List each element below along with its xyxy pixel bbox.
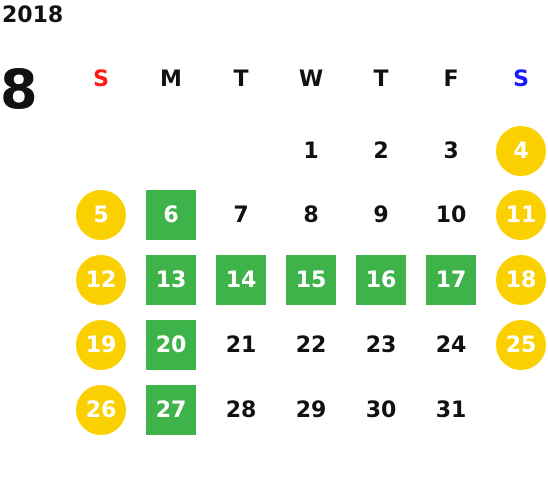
weekend-day-cell[interactable]: 11 — [496, 190, 546, 240]
highlighted-day-cell[interactable]: 15 — [286, 255, 336, 305]
highlighted-day-cell[interactable]: 14 — [216, 255, 266, 305]
weekend-day-cell[interactable]: 4 — [496, 126, 546, 176]
weekend-day-cell[interactable]: 19 — [76, 320, 126, 370]
day-cell[interactable]: 10 — [435, 202, 467, 228]
year-label: 2018 — [2, 3, 64, 28]
day-cell[interactable]: 21 — [225, 332, 257, 358]
highlighted-day-cell[interactable]: 13 — [146, 255, 196, 305]
weekend-day-cell[interactable]: 25 — [496, 320, 546, 370]
weekday-label: M — [160, 67, 182, 92]
weekend-day-cell[interactable]: 5 — [76, 190, 126, 240]
weekend-day-cell[interactable]: 12 — [76, 255, 126, 305]
weekday-label: F — [443, 67, 459, 92]
day-cell[interactable]: 24 — [435, 332, 467, 358]
day-cell[interactable]: 7 — [233, 202, 249, 228]
day-cell[interactable]: 2 — [373, 138, 389, 164]
day-cell[interactable]: 29 — [295, 397, 327, 423]
day-cell[interactable]: 28 — [225, 397, 257, 423]
highlighted-day-cell[interactable]: 16 — [356, 255, 406, 305]
day-cell[interactable]: 31 — [435, 397, 467, 423]
highlighted-day-cell[interactable]: 17 — [426, 255, 476, 305]
day-cell[interactable]: 9 — [373, 202, 389, 228]
weekday-label: S — [93, 67, 109, 92]
weekend-day-cell[interactable]: 18 — [496, 255, 546, 305]
day-cell[interactable]: 30 — [365, 397, 397, 423]
highlighted-day-cell[interactable]: 27 — [146, 385, 196, 435]
month-number: 8 — [0, 58, 38, 121]
weekday-label: S — [513, 67, 529, 92]
day-cell[interactable]: 22 — [295, 332, 327, 358]
weekday-label: T — [373, 67, 389, 92]
day-cell[interactable]: 3 — [443, 138, 459, 164]
highlighted-day-cell[interactable]: 6 — [146, 190, 196, 240]
day-cell[interactable]: 1 — [303, 138, 319, 164]
weekday-label: T — [233, 67, 249, 92]
day-cell[interactable]: 8 — [303, 202, 319, 228]
day-cell[interactable]: 23 — [365, 332, 397, 358]
weekend-day-cell[interactable]: 26 — [76, 385, 126, 435]
weekday-label: W — [298, 67, 324, 92]
highlighted-day-cell[interactable]: 20 — [146, 320, 196, 370]
